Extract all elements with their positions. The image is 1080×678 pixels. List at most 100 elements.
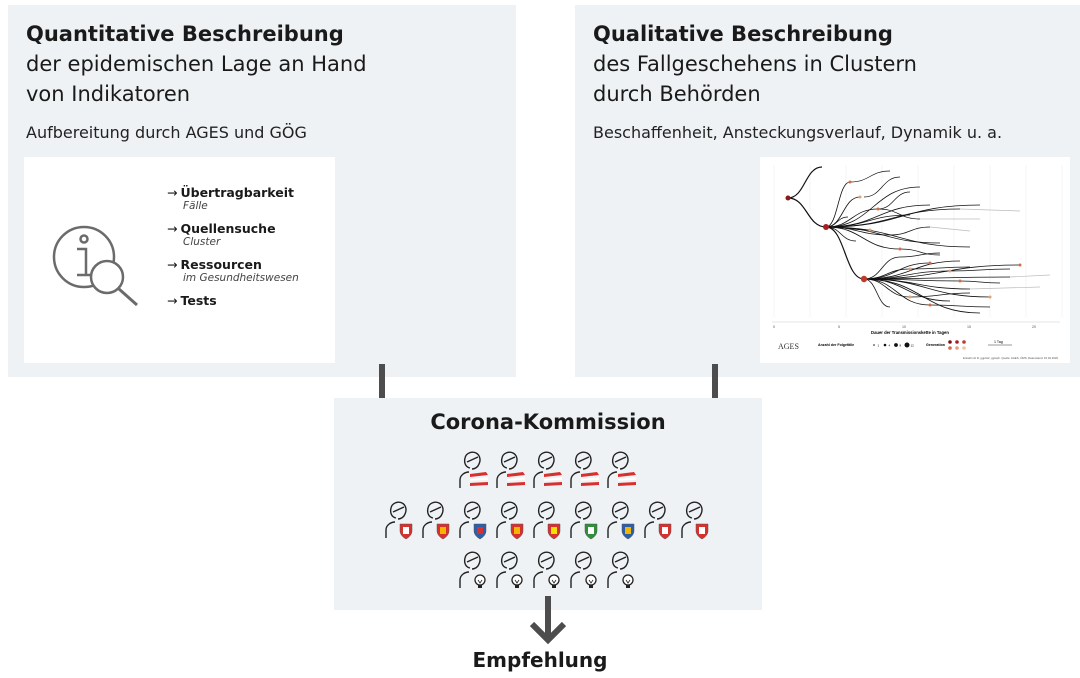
tree-node	[908, 267, 912, 271]
qualitative-title: Qualitative Beschreibung des Fallgescheh…	[593, 19, 917, 109]
qualitative-title-bold: Qualitative Beschreibung	[593, 22, 893, 46]
tree-node	[948, 269, 952, 273]
legend-scale-label: 1 Tag	[994, 340, 1003, 344]
federal-experts-row	[334, 448, 762, 490]
tree-node	[785, 195, 791, 201]
indicator-card: →Übertragbarkeit Fälle →Quellensuche Clu…	[24, 157, 335, 363]
tree-node	[928, 261, 932, 265]
tree-edge	[863, 264, 1021, 280]
indicator-label: Ressourcen	[180, 257, 262, 272]
state-representatives-row	[334, 498, 762, 540]
state-representative-icon	[533, 501, 561, 540]
tree-edge	[787, 166, 823, 199]
tree-edge	[899, 248, 941, 256]
tree-edge	[863, 278, 991, 298]
tree-tick-label: 10	[902, 325, 906, 329]
legend-generation-label: Generation	[926, 343, 945, 347]
quantitative-title-line2: der epidemischen Lage an Hand	[26, 52, 367, 76]
state-representative-icon	[459, 501, 487, 540]
indicator-item: →Tests	[167, 293, 217, 308]
commission-title: Corona-Kommission	[430, 410, 666, 434]
advisor-icon	[570, 551, 597, 588]
legend-generation-dot	[955, 346, 959, 350]
commission-member-icon	[570, 451, 600, 488]
tree-edge	[825, 226, 901, 250]
tree-edge	[825, 226, 865, 280]
info-magnifier-icon	[52, 225, 138, 307]
tree-edge	[899, 252, 941, 258]
tree-node	[868, 228, 872, 232]
tree-edge	[825, 186, 921, 228]
tree-tick-label: 20	[1032, 325, 1036, 329]
tree-edge	[909, 266, 971, 270]
recommendation-label: Empfehlung	[472, 648, 608, 672]
tree-tick-label: 15	[967, 325, 971, 329]
tree-node	[958, 279, 962, 283]
state-representative-icon	[385, 501, 413, 540]
indicator-sub: im Gesundheitswesen	[183, 272, 299, 284]
tree-edge	[929, 226, 971, 232]
tree-edge	[959, 280, 1001, 284]
indicator-label: Übertragbarkeit	[180, 185, 295, 200]
advisor-icon	[496, 551, 523, 588]
tree-edge	[909, 292, 971, 298]
tree-edge	[825, 226, 891, 236]
commission-member-icon	[496, 451, 526, 488]
legend-generation-dot	[962, 346, 966, 350]
indicator-sub: Cluster	[183, 236, 221, 248]
state-representative-icon	[681, 501, 709, 540]
legend-size-value: 4	[889, 344, 891, 348]
state-representative-icon	[422, 501, 450, 540]
tree-node	[988, 295, 992, 299]
indicator-sub: Fälle	[183, 200, 208, 212]
commission-member-icon	[459, 451, 489, 488]
tree-edge	[877, 191, 911, 210]
advisor-icon	[533, 551, 560, 588]
tree-edge	[1009, 274, 1051, 278]
tree-node	[860, 275, 868, 283]
tree-edge	[825, 226, 941, 244]
quantitative-subtitle: Aufbereitung durch AGES und GÖG	[26, 123, 307, 142]
legend-size-value: 8	[900, 344, 902, 348]
tree-node	[908, 295, 912, 299]
state-representative-icon	[496, 501, 524, 540]
tree-edge	[825, 196, 861, 228]
qualitative-panel: Qualitative Beschreibung des Fallgescheh…	[575, 5, 1080, 377]
tree-edge	[929, 304, 991, 308]
indicator-label: Quellensuche	[180, 221, 276, 236]
tree-tick-label: 0	[773, 325, 775, 329]
quantitative-title-bold: Quantitative Beschreibung	[26, 22, 344, 46]
tree-edge	[825, 226, 971, 248]
tree-edge	[863, 256, 901, 280]
legend-size-dot	[894, 343, 898, 347]
quantitative-title: Quantitative Beschreibung der epidemisch…	[26, 19, 367, 109]
qualitative-title-line3: durch Behörden	[593, 82, 761, 106]
tree-edge	[959, 208, 1021, 212]
commission-panel: Corona-Kommission	[334, 398, 762, 610]
tree-edge	[863, 278, 891, 308]
legend-generation-dot	[948, 340, 952, 344]
ages-logo: AGES	[778, 342, 799, 351]
tree-edge	[863, 278, 931, 306]
tree-edge	[863, 176, 901, 198]
indicator-item: →Übertragbarkeit Fälle	[167, 185, 299, 212]
tree-node	[898, 247, 902, 251]
commission-member-icon	[607, 451, 637, 488]
state-representative-icon	[570, 501, 598, 540]
tree-node	[876, 207, 880, 211]
tree-edge	[877, 208, 921, 220]
qualitative-title-line2: des Fallgeschehens in Clustern	[593, 52, 917, 76]
indicator-item: →Ressourcen im Gesundheitswesen	[167, 257, 299, 284]
tree-xlabel: Dauer der Transmissionskette in Tagen	[871, 330, 949, 335]
tree-edge	[825, 204, 931, 228]
tree-edge	[849, 170, 891, 183]
legend-size-value: 12	[911, 344, 915, 348]
tree-node	[858, 195, 862, 199]
tree-edge	[889, 226, 931, 236]
legend-generation-dot	[962, 340, 966, 344]
tree-source: Erstellt mit R, ggplot2, ggraph. Quelle:…	[963, 356, 1058, 360]
tree-edge	[825, 181, 851, 228]
tree-edge	[863, 260, 961, 280]
indicator-item: →Quellensuche Cluster	[167, 221, 299, 248]
